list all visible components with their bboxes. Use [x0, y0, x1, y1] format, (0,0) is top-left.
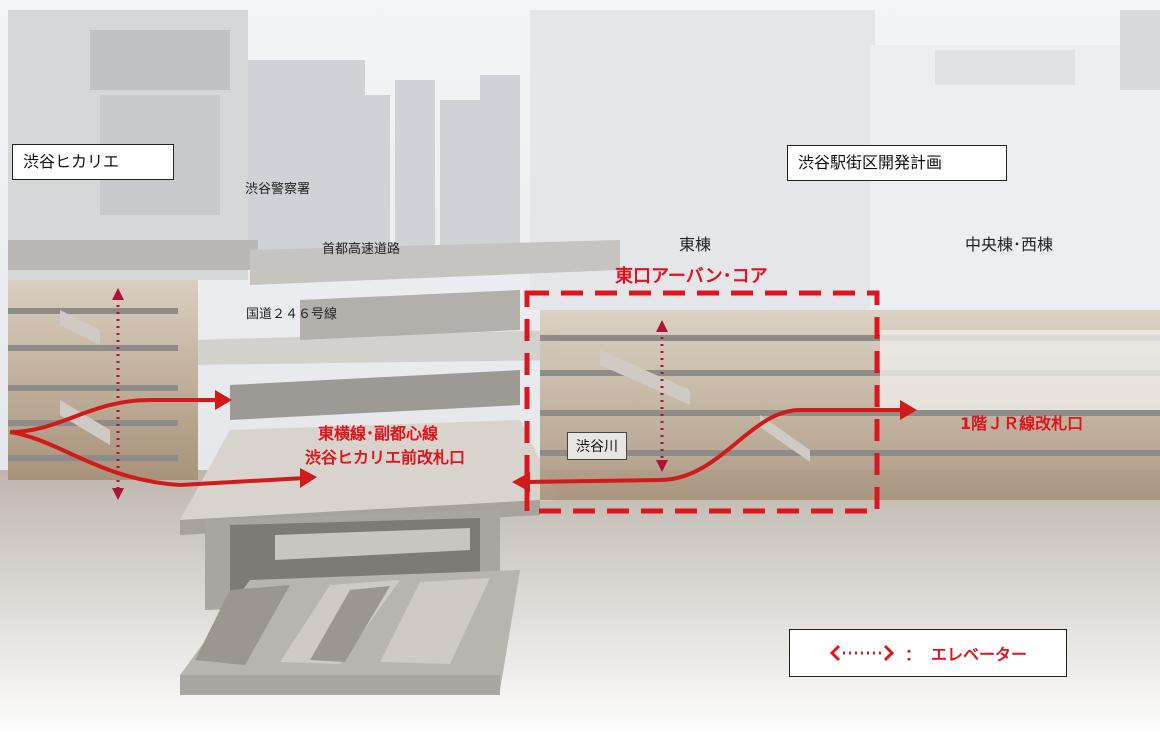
central-west-building-label: 中央棟･西棟 — [965, 235, 1054, 254]
toyoko-line-label: 東横線･副都心線 — [318, 424, 439, 443]
elevator-legend: ： エレベーター — [789, 629, 1067, 677]
east-building-label: 東棟 — [679, 235, 712, 254]
elevator-arrow-urban-core — [656, 320, 668, 472]
hikarie-concourse-floors — [8, 280, 198, 480]
route-arrowheads — [215, 390, 917, 492]
elevator-legend-arrow-icon — [829, 644, 895, 662]
elevator-legend-separator: ： — [904, 645, 921, 664]
urban-core-label: 東口アーバン･コア — [615, 266, 768, 287]
urban-core-outline — [524, 290, 880, 514]
expressway-label: 首都高速道路 — [322, 242, 401, 257]
hikarie-gate-label: 渋谷ヒカリエ前改札口 — [305, 448, 466, 467]
elevator-arrow-hikarie — [112, 288, 124, 500]
roadways — [190, 240, 620, 420]
elevator-legend-text: エレベーター — [931, 645, 1028, 664]
redevelopment-towers — [530, 10, 1160, 345]
shibuya-river-label: 渋谷川 — [567, 432, 627, 460]
background-skyline — [235, 60, 520, 260]
east-building-floors — [540, 310, 1160, 500]
route-arrows — [9, 398, 905, 488]
hikarie-label: 渋谷ヒカリエ — [12, 144, 174, 180]
redevelopment-label: 渋谷駅街区開発計画 — [787, 145, 1007, 181]
jr-gate-label: 1階ＪＲ線改札口 — [960, 414, 1084, 433]
police-station-label: 渋谷警察署 — [245, 182, 311, 197]
route-246-label: 国道２４６号線 — [246, 307, 338, 322]
underground-platform — [180, 510, 520, 695]
